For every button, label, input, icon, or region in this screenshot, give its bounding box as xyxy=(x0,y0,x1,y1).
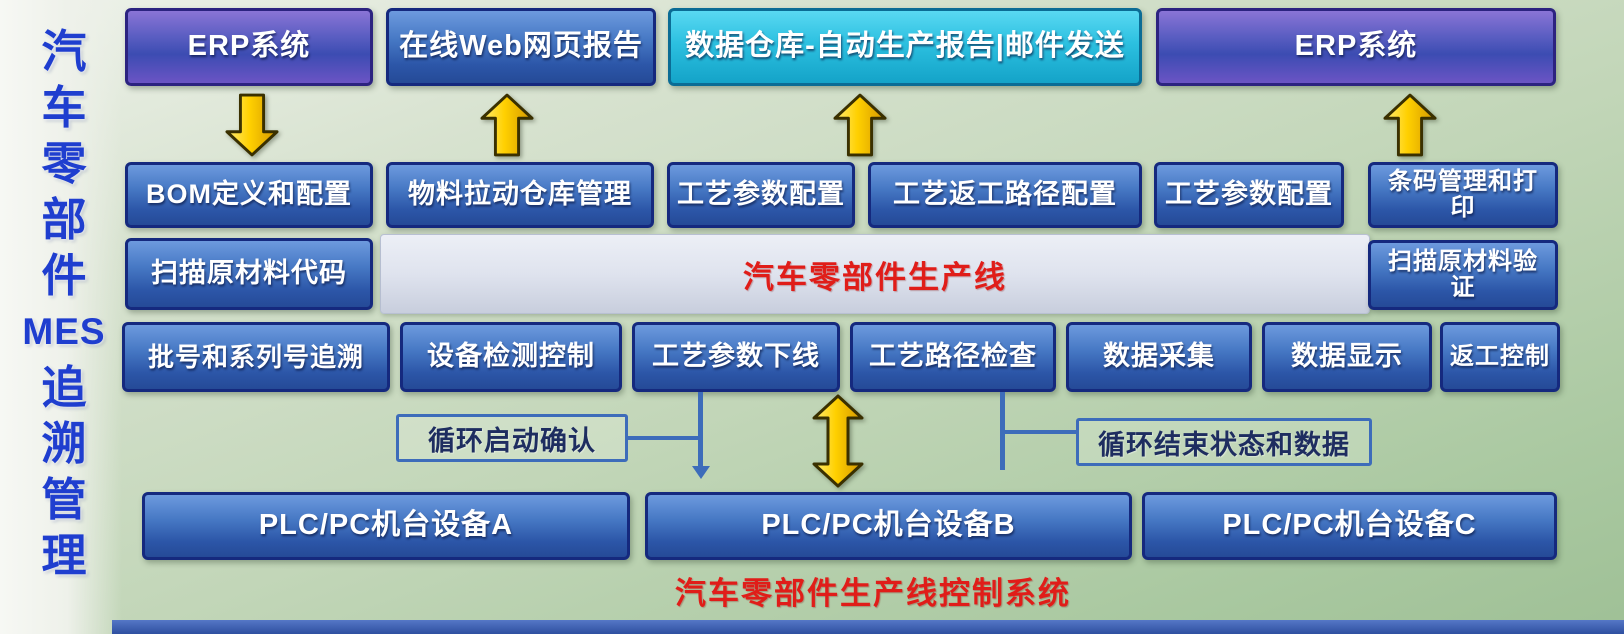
erp-system-box-right: ERP系统 xyxy=(1156,8,1556,86)
plc-device-a-box: PLC/PC机台设备A xyxy=(142,492,630,560)
double-arrow-icon xyxy=(810,394,866,488)
vertical-title-char: 溯 xyxy=(41,418,87,469)
process-param-offline-box: 工艺参数下线 xyxy=(632,322,840,392)
material-warehouse-box: 物料拉动仓库管理 xyxy=(386,162,654,228)
data-display-box: 数据显示 xyxy=(1262,322,1432,392)
down-arrow-icon xyxy=(225,92,279,158)
plc-device-c-box: PLC/PC机台设备C xyxy=(1142,492,1557,560)
process-param-config-box-2: 工艺参数配置 xyxy=(1154,162,1344,228)
batch-trace-box: 批号和系列号追溯 xyxy=(122,322,390,392)
connector-hline-left xyxy=(627,436,700,440)
vertical-title: 汽 车 零 部 件 MES 追 溯 管 理 xyxy=(22,26,106,582)
rework-path-config-box: 工艺返工路径配置 xyxy=(868,162,1142,228)
data-warehouse-box: 数据仓库-自动生产报告|邮件发送 xyxy=(668,8,1142,86)
control-system-title: 汽车零部件生产线控制系统 xyxy=(675,576,1071,611)
connector-line-left xyxy=(698,392,703,468)
vertical-title-char: 追 xyxy=(41,362,87,413)
connector-line-right xyxy=(1000,392,1005,470)
data-collection-box: 数据采集 xyxy=(1066,322,1252,392)
equipment-control-box: 设备检测控制 xyxy=(400,322,622,392)
barcode-print-box: 条码管理和打印 xyxy=(1368,162,1558,228)
process-path-check-box: 工艺路径检查 xyxy=(850,322,1056,392)
vertical-title-char: 件 xyxy=(41,250,87,301)
loop-start-label: 循环启动确认 xyxy=(396,414,628,462)
connector-arrowhead-left xyxy=(692,466,710,479)
rework-control-box: 返工控制 xyxy=(1440,322,1560,392)
production-line-title: 汽车零部件生产线 xyxy=(743,259,1007,295)
scan-material-code-box: 扫描原材料代码 xyxy=(125,238,373,310)
vertical-title-char: 管 xyxy=(41,474,87,525)
vertical-title-char: 零 xyxy=(41,138,87,189)
vertical-title-char: 车 xyxy=(41,82,87,133)
vertical-title-char: 部 xyxy=(41,194,87,245)
vertical-title-panel: 汽 车 零 部 件 MES 追 溯 管 理 xyxy=(0,0,122,634)
loop-end-label: 循环结束状态和数据 xyxy=(1076,418,1372,466)
connector-hline-right xyxy=(1003,430,1077,434)
plc-device-b-box: PLC/PC机台设备B xyxy=(645,492,1132,560)
up-arrow-icon-warehouse xyxy=(833,92,887,158)
vertical-title-char: MES xyxy=(22,311,106,352)
up-arrow-icon-web xyxy=(480,92,534,158)
vertical-title-char: 汽 xyxy=(41,26,87,77)
vertical-title-char: 理 xyxy=(41,530,87,581)
production-line-band: 汽车零部件生产线 xyxy=(380,234,1370,314)
scan-material-verify-box: 扫描原材料验证 xyxy=(1368,240,1558,310)
web-report-box: 在线Web网页报告 xyxy=(386,8,656,86)
bottom-edge-bar xyxy=(112,620,1624,634)
process-param-config-box-1: 工艺参数配置 xyxy=(667,162,855,228)
bom-config-box: BOM定义和配置 xyxy=(125,162,373,228)
up-arrow-icon-erp xyxy=(1383,92,1437,158)
erp-system-box-left: ERP系统 xyxy=(125,8,373,86)
